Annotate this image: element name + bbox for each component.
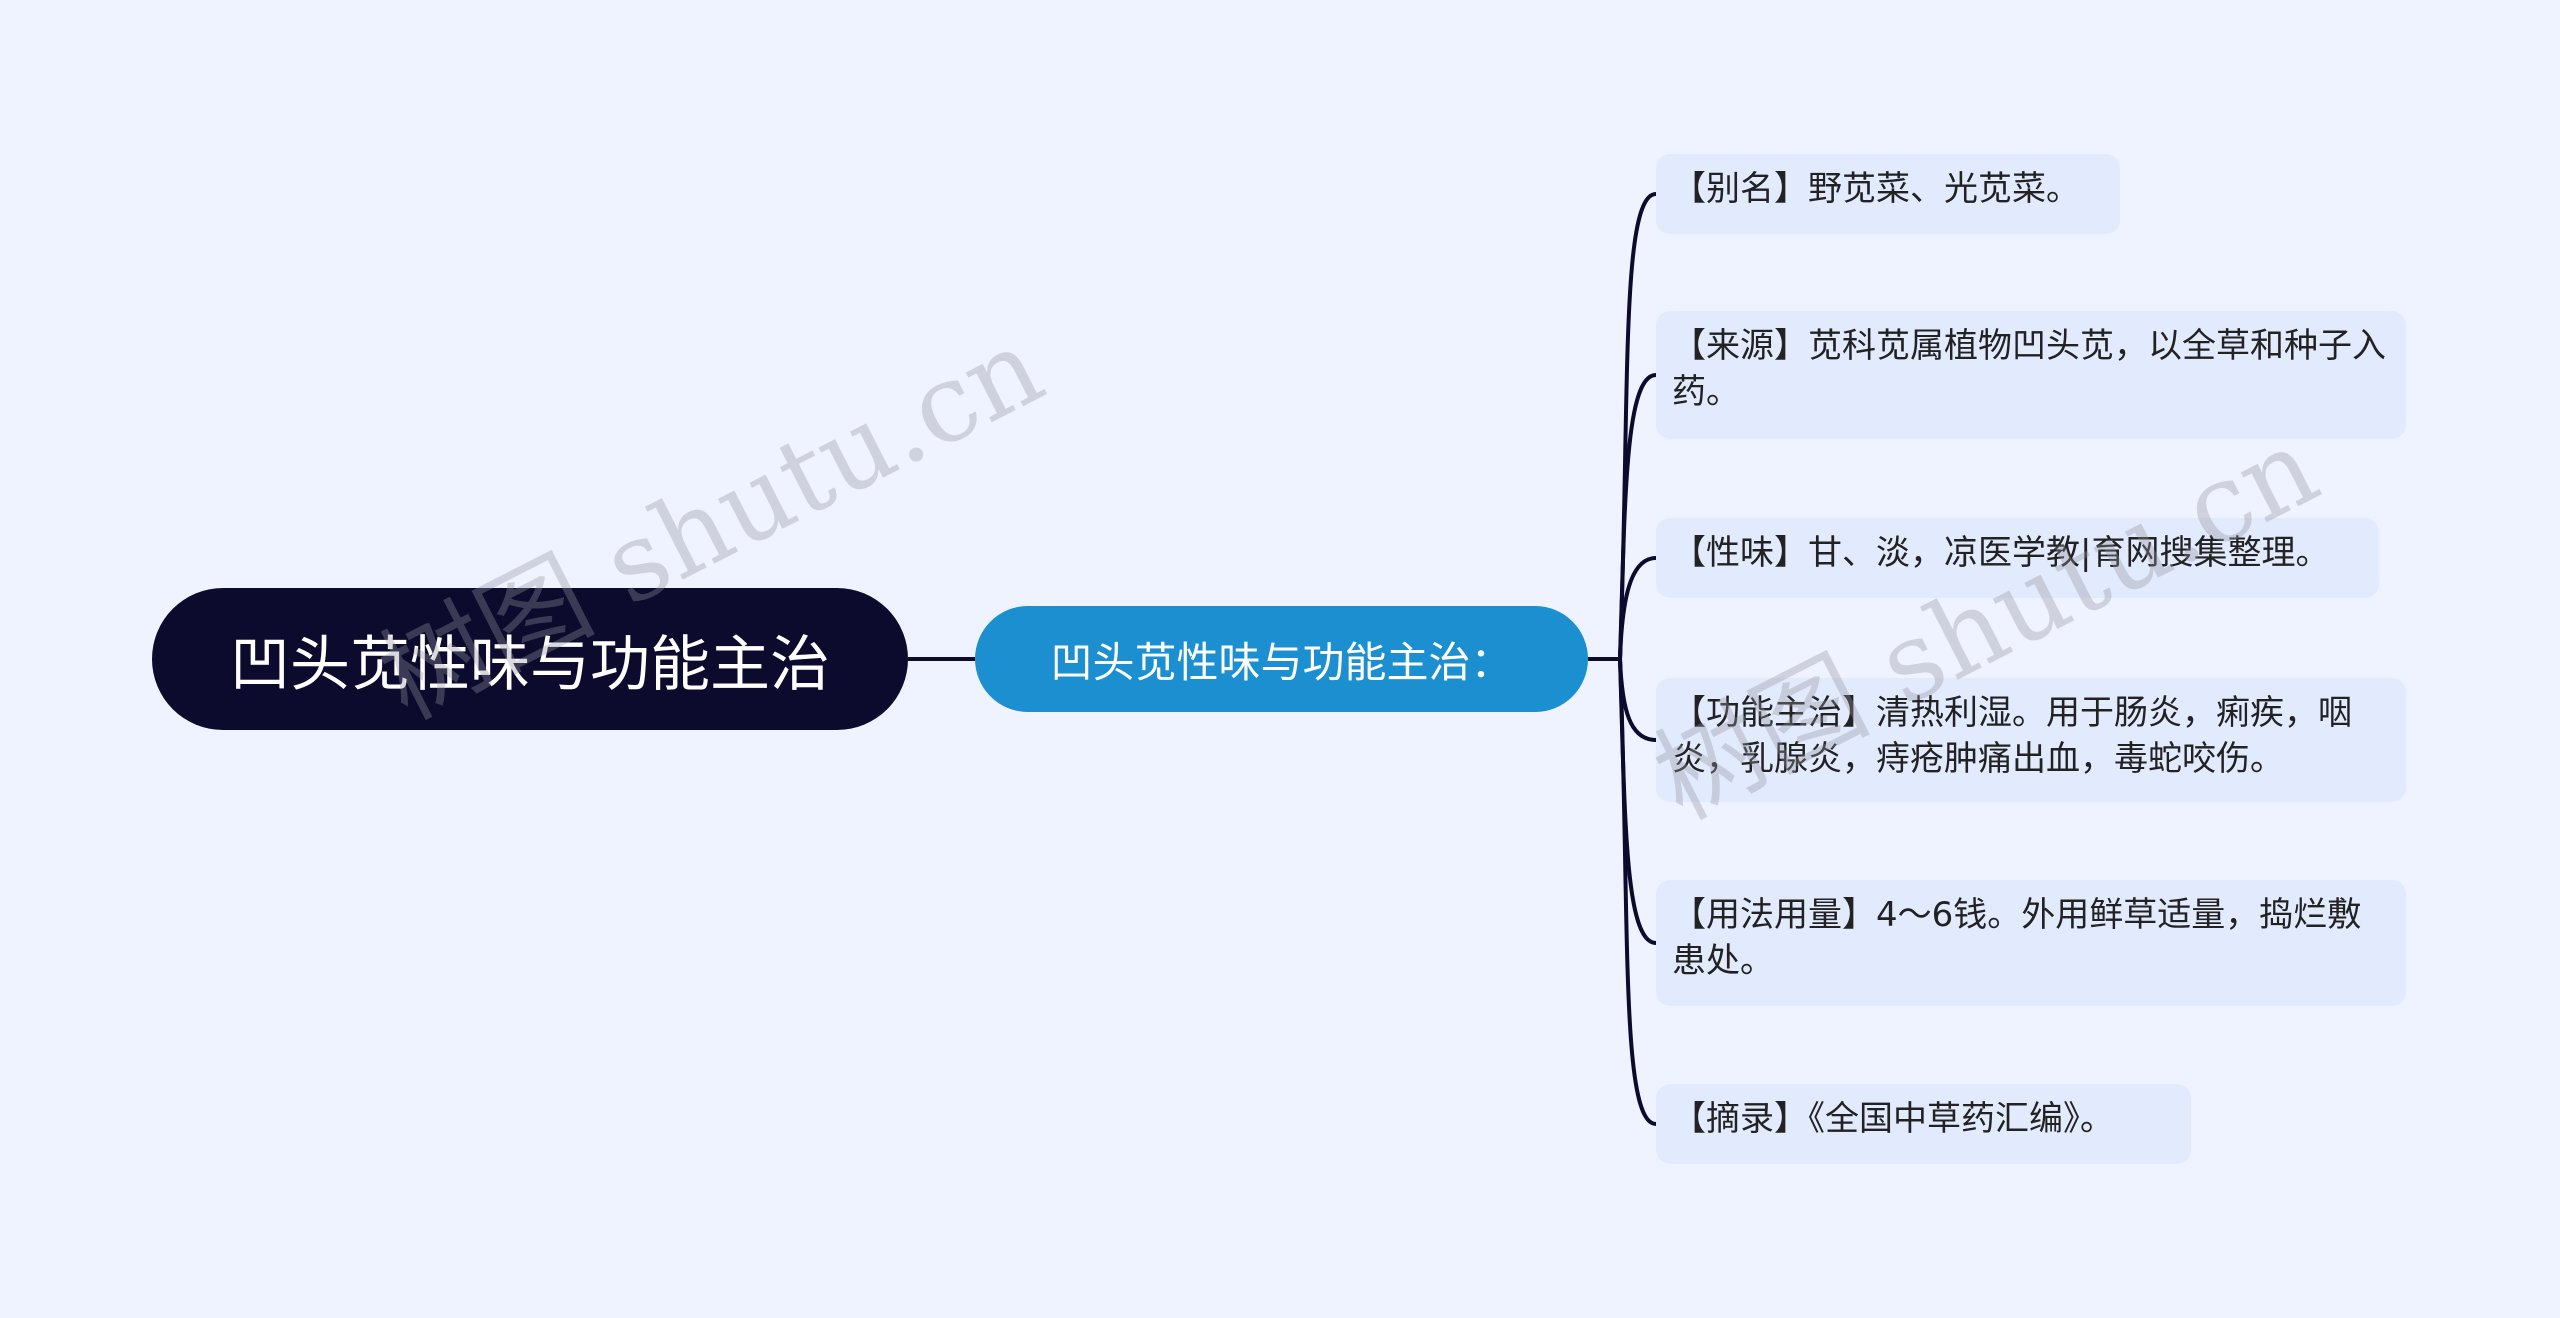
leaf-node-nature-taste[interactable]: 【性味】甘、淡，凉医学教|育网搜集整理。 [1656,518,2379,598]
leaf-text: 【别名】野苋菜、光苋菜。 [1672,169,2080,209]
branch-connector-4 [1618,658,1657,945]
branch-connector-5 [1618,658,1657,1126]
subtopic-node[interactable]: 凹头苋性味与功能主治： [975,606,1588,712]
leaf-text: 【功能主治】清热利湿。用于肠炎，痢疾，咽炎，乳腺炎，痔疮肿痛出血，毒蛇咬伤。 [1672,693,2352,779]
branch-connector-0 [1618,192,1657,660]
leaf-node-indications[interactable]: 【功能主治】清热利湿。用于肠炎，痢疾，咽炎，乳腺炎，痔疮肿痛出血，毒蛇咬伤。 [1656,678,2406,802]
leaf-text: 【摘录】《全国中草药汇编》。 [1672,1099,2114,1139]
leaf-text: 【用法用量】4～6钱。外用鲜草适量，捣烂敷患处。 [1672,895,2362,981]
branch-connector-1 [1618,373,1657,660]
leaf-node-excerpt[interactable]: 【摘录】《全国中草药汇编》。 [1656,1084,2191,1164]
root-topic-label: 凹头苋性味与功能主治 [230,629,830,700]
leaf-node-source[interactable]: 【来源】苋科苋属植物凹头苋，以全草和种子入药。 [1656,311,2406,439]
subtopic-label: 凹头苋性味与功能主治： [1050,637,1513,687]
branch-connector-3 [1618,658,1657,742]
root-topic-node[interactable]: 凹头苋性味与功能主治 [152,588,908,730]
leaf-text: 【性味】甘、淡，凉医学教|育网搜集整理。 [1672,533,2330,573]
leaf-text: 【来源】苋科苋属植物凹头苋，以全草和种子入药。 [1672,326,2386,412]
branch-connector-2 [1618,556,1657,660]
leaf-node-alias[interactable]: 【别名】野苋菜、光苋菜。 [1656,154,2120,234]
leaf-node-dosage[interactable]: 【用法用量】4～6钱。外用鲜草适量，捣烂敷患处。 [1656,880,2406,1006]
